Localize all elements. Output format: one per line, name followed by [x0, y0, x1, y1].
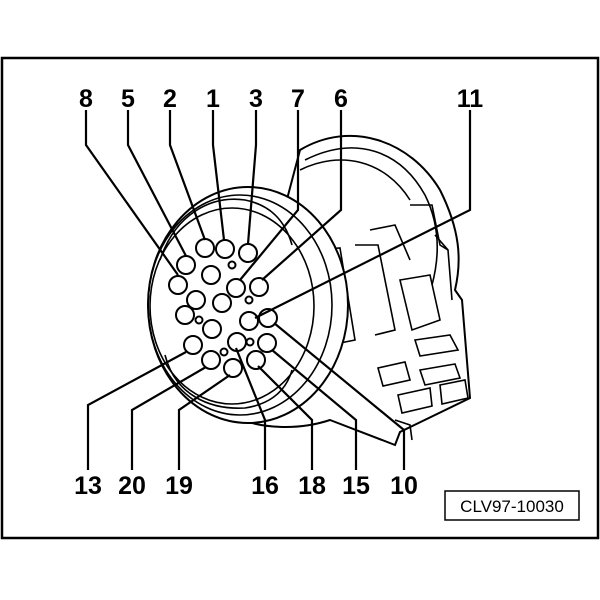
diagram-frame — [0, 56, 600, 540]
pin-label-5: 5 — [121, 85, 135, 113]
pin-cavity-d — [175, 305, 195, 325]
pin-cavities — [168, 238, 278, 378]
pin-label-1: 1 — [206, 85, 220, 113]
pin-cavity-11 — [239, 311, 259, 331]
small-pin — [244, 295, 254, 305]
pin-cavity-18 — [246, 350, 266, 370]
pin-cavity-b — [186, 290, 206, 310]
pin-cavity-2 — [195, 238, 215, 258]
pin-label-16: 16 — [251, 472, 279, 500]
pin-cavity-15 — [257, 333, 277, 353]
pin-cavity-20 — [201, 350, 221, 370]
small-pin — [194, 315, 204, 325]
pin-label-18: 18 — [298, 472, 326, 500]
leader-lines — [84, 110, 472, 470]
pin-cavity-5 — [176, 255, 196, 275]
pin-label-8: 8 — [79, 85, 93, 113]
pin-label-6: 6 — [334, 85, 348, 113]
pin-label-19: 19 — [165, 472, 193, 500]
pin-label-3: 3 — [249, 85, 263, 113]
pin-label-20: 20 — [118, 472, 146, 500]
pin-label-7: 7 — [291, 85, 305, 113]
small-pin — [219, 347, 229, 357]
pin-cavity-6 — [249, 277, 269, 297]
pin-label-13: 13 — [74, 472, 102, 500]
pin-label-10: 10 — [390, 472, 418, 500]
small-pin — [227, 260, 237, 270]
pin-cavity-13 — [183, 335, 203, 355]
pin-cavity-e — [202, 319, 222, 339]
pin-cavity-19 — [223, 358, 243, 378]
small-pin — [245, 337, 255, 347]
pin-cavity-a — [201, 265, 221, 285]
figure-id-box — [444, 490, 580, 521]
pin-cavity-3 — [238, 243, 258, 263]
pin-cavity-7 — [226, 278, 246, 298]
pin-label-2: 2 — [163, 85, 177, 113]
pin-cavity-8 — [168, 275, 188, 295]
pin-cavity-1 — [215, 239, 235, 259]
pin-label-11: 11 — [457, 85, 484, 113]
figure-id: CLV97-10030 — [460, 497, 564, 516]
pin-cavity-c — [212, 293, 232, 313]
pin-label-15: 15 — [342, 472, 370, 500]
